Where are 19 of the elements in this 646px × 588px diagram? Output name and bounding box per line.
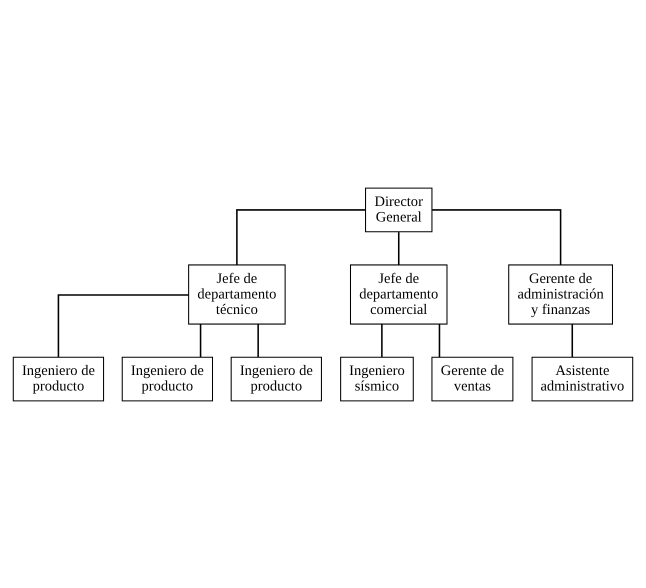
node-box: Jefe de departamento técnico xyxy=(188,264,286,324)
connector xyxy=(236,208,366,264)
connector xyxy=(398,232,400,264)
connector xyxy=(381,324,383,357)
node-box: Gerente de administración y finanzas xyxy=(508,264,613,324)
node-box: Jefe de departamento comercial xyxy=(350,264,448,324)
connector xyxy=(58,294,189,356)
node-box: Director General xyxy=(365,187,432,232)
node-box: Ingeniero de producto xyxy=(230,356,322,401)
node-box: Gerente de ventas xyxy=(431,356,514,401)
connector xyxy=(257,324,259,357)
node-box: Ingeniero de producto xyxy=(12,356,104,401)
connector xyxy=(200,324,202,357)
node-box: Asistente administrativo xyxy=(532,356,634,401)
connector xyxy=(572,324,574,357)
node-box: Ingeniero de producto xyxy=(122,356,214,401)
connector xyxy=(432,208,562,264)
node-box: Ingeniero sísmico xyxy=(340,356,414,401)
connector xyxy=(438,324,440,357)
